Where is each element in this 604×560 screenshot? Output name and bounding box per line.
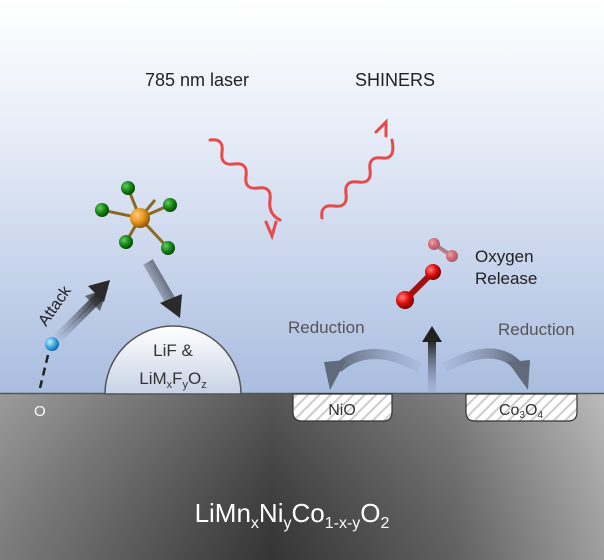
oxygen-molecule-faded-icon bbox=[428, 238, 458, 262]
scattered-raman-arrow-icon bbox=[320, 118, 395, 220]
lithium-ion-icon bbox=[45, 337, 59, 351]
nio-island: NiO bbox=[292, 393, 393, 422]
dome-label-line1: LiF & bbox=[153, 341, 193, 360]
lif-dome: LiF & LiMxFyOz bbox=[104, 325, 242, 395]
nio-label: NiO bbox=[328, 402, 356, 419]
deposition-arrow-icon bbox=[143, 259, 182, 318]
cathode-formula-label: LiMnxNiyCo1-x-yO2 bbox=[195, 498, 390, 532]
co3o4-island: Co3O4 bbox=[465, 393, 578, 422]
electrolyte-background bbox=[0, 0, 604, 394]
surface-oxygen-label: O bbox=[34, 403, 46, 420]
reduction-label-left: Reduction bbox=[288, 318, 365, 337]
oxygen-release-arrow-icon bbox=[422, 326, 442, 392]
shiners-label: SHINERS bbox=[355, 70, 435, 90]
oxygen-molecule-icon bbox=[396, 264, 441, 309]
oxygen-release-label-line2: Release bbox=[475, 269, 537, 288]
pf6-molecule-icon bbox=[95, 181, 177, 255]
laser-label: 785 nm laser bbox=[145, 70, 249, 90]
bond-cleavage-line bbox=[38, 354, 50, 389]
reduction-label-right: Reduction bbox=[498, 320, 575, 339]
dome-label-line2: LiMxFyOz bbox=[139, 369, 207, 391]
oxygen-release-label-line1: Oxygen bbox=[475, 247, 534, 266]
reduction-arrow-right-icon bbox=[441, 348, 530, 390]
attack-arrow-icon bbox=[54, 280, 110, 342]
incident-laser-arrow-icon bbox=[208, 138, 282, 241]
reduction-arrow-left-icon bbox=[324, 349, 423, 390]
co3o4-label: Co3O4 bbox=[499, 402, 543, 421]
